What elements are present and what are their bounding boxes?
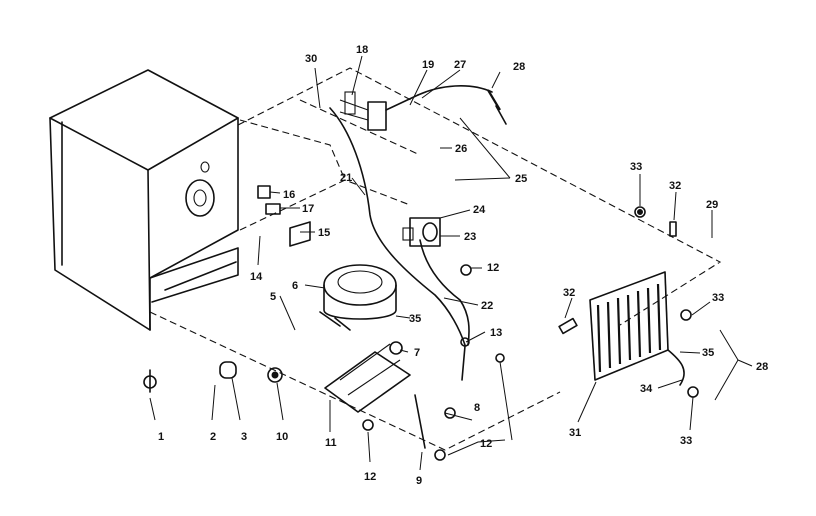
part-label: 32 xyxy=(669,180,681,192)
part-label: 23 xyxy=(464,231,476,243)
part-label: 14 xyxy=(250,271,263,283)
part-label: 33 xyxy=(630,161,642,173)
part-label: 11 xyxy=(325,437,337,449)
part-label: 30 xyxy=(305,53,317,65)
base-plate-11 xyxy=(324,343,411,413)
power-cord-28 xyxy=(417,85,507,125)
part-label: 26 xyxy=(455,143,467,155)
part-label: 1 xyxy=(158,431,164,443)
part-label: 6 xyxy=(292,280,298,292)
valve-assembly xyxy=(402,217,441,247)
part-label: 29 xyxy=(706,199,718,211)
part-label: 9 xyxy=(416,475,422,487)
part-label: 31 xyxy=(569,427,581,439)
compressor-6 xyxy=(319,264,397,331)
part-label: 17 xyxy=(302,203,314,215)
tubing-21 xyxy=(329,107,466,346)
part-label: 22 xyxy=(481,300,493,312)
part-label: 21 xyxy=(340,172,352,184)
part-label: 3 xyxy=(241,431,247,443)
condenser-31 xyxy=(589,271,685,386)
part-label: 33 xyxy=(712,292,724,304)
part-label: 32 xyxy=(563,287,575,299)
small-parts xyxy=(143,185,699,461)
part-label: 33 xyxy=(680,435,692,447)
part-label: 35 xyxy=(409,313,421,325)
part-label: 27 xyxy=(454,59,466,71)
compartment-outline xyxy=(149,67,722,451)
control-assembly xyxy=(339,91,419,131)
part-label: 28 xyxy=(756,361,768,373)
part-label: 5 xyxy=(270,291,276,303)
part-label: 13 xyxy=(490,327,502,339)
part-label: 15 xyxy=(318,227,330,239)
part-label: 24 xyxy=(473,204,486,216)
part-label: 12 xyxy=(364,471,376,483)
part-label: 8 xyxy=(474,402,480,414)
part-label: 18 xyxy=(356,44,368,56)
part-label: 19 xyxy=(422,59,434,71)
part-label: 12 xyxy=(480,438,492,450)
part-label: 25 xyxy=(515,173,527,185)
part-label: 7 xyxy=(414,347,420,359)
part-label: 34 xyxy=(640,383,653,395)
part-label: 28 xyxy=(513,61,525,73)
part-labels: 1 2 3 10 11 12 9 8 12 7 13 35 5 6 22 12 … xyxy=(158,44,768,487)
tubing-22 xyxy=(419,239,470,346)
leader-lines xyxy=(149,55,753,471)
part-label: 12 xyxy=(487,262,499,274)
cabinet-body xyxy=(49,69,239,331)
part-label: 10 xyxy=(276,431,288,443)
part-label: 16 xyxy=(283,189,295,201)
part-label: 2 xyxy=(210,431,216,443)
part-label: 35 xyxy=(702,347,714,359)
